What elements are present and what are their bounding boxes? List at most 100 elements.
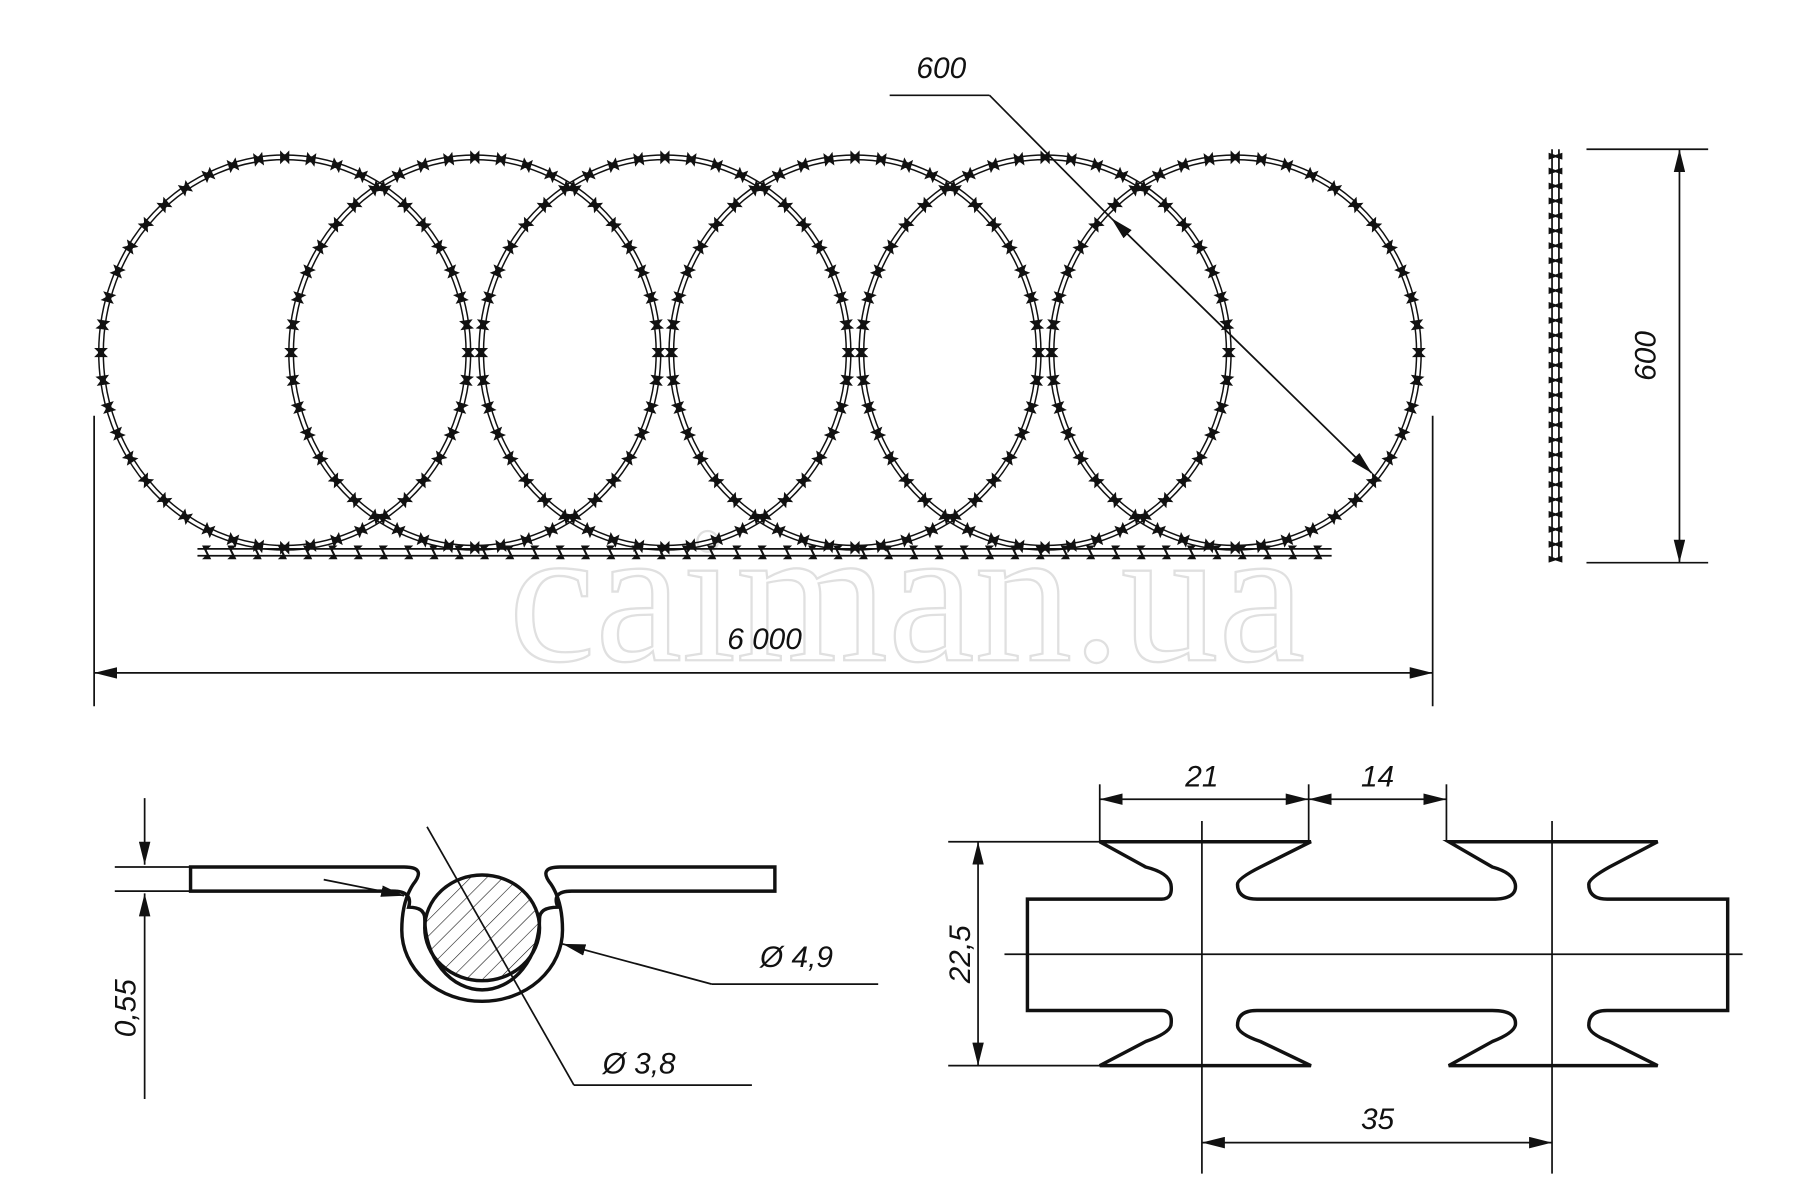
barb <box>1177 531 1190 548</box>
barb <box>480 401 497 414</box>
barb <box>474 347 489 358</box>
barb <box>1548 287 1563 294</box>
barb <box>581 521 596 539</box>
barb <box>330 531 343 548</box>
barb <box>1106 491 1123 509</box>
barb <box>454 545 464 560</box>
barb <box>277 545 287 560</box>
barb <box>660 540 670 555</box>
coil-diameter-dimension <box>889 94 1373 474</box>
barb <box>558 508 574 526</box>
barb <box>1035 545 1045 560</box>
barb <box>808 545 818 560</box>
barb <box>95 374 111 386</box>
barb <box>1409 319 1425 331</box>
barb <box>544 521 559 539</box>
barb <box>670 401 687 414</box>
barb <box>823 151 835 167</box>
barb <box>1394 426 1411 441</box>
barb <box>327 472 345 489</box>
barb <box>1045 374 1061 386</box>
barb <box>1548 302 1563 309</box>
barb <box>1203 151 1215 167</box>
barb <box>156 491 173 509</box>
barb <box>137 216 155 233</box>
barb <box>679 426 697 441</box>
barb <box>1175 472 1193 489</box>
barb <box>734 521 749 539</box>
barb <box>833 401 850 414</box>
barb <box>202 545 212 560</box>
barb <box>1059 426 1077 441</box>
wire-cross-section <box>114 798 879 1099</box>
barb <box>330 157 343 174</box>
barb <box>1186 545 1197 560</box>
barb <box>961 521 976 539</box>
barb <box>898 216 915 233</box>
barb <box>1212 545 1222 560</box>
side-height-label: 600 <box>1629 331 1662 381</box>
barb <box>1001 450 1018 466</box>
barb <box>1548 152 1563 160</box>
barb <box>517 472 535 489</box>
watermark: caiman.ua <box>509 487 1305 703</box>
barb <box>757 545 767 560</box>
barb <box>1111 545 1121 560</box>
barb <box>643 401 659 414</box>
barb <box>312 450 329 466</box>
barb <box>1023 401 1040 414</box>
barb <box>1347 196 1364 214</box>
barb <box>581 166 596 184</box>
blade-width-label: 21 <box>1184 761 1218 794</box>
barb <box>1288 545 1298 560</box>
barb <box>416 531 430 548</box>
barb <box>201 166 216 184</box>
base-barbs <box>202 545 1323 560</box>
barb <box>670 291 687 304</box>
barb <box>520 157 533 174</box>
barb <box>1013 264 1031 279</box>
barb <box>756 508 772 526</box>
barb <box>137 472 155 489</box>
inner-diameter-label: Ø 3,8 <box>602 1048 676 1081</box>
barb <box>391 166 406 184</box>
barb <box>1029 374 1045 386</box>
barb <box>227 545 237 560</box>
barb <box>710 157 723 174</box>
barb <box>396 491 413 509</box>
barb <box>1403 401 1420 414</box>
barb <box>121 239 139 255</box>
barb <box>839 374 855 386</box>
blade-height-label: 22,5 <box>944 925 977 984</box>
barb <box>558 180 574 197</box>
barb <box>1548 182 1563 190</box>
barb <box>987 157 1000 174</box>
barb <box>1051 291 1067 304</box>
barb <box>707 472 725 489</box>
barb <box>823 426 841 441</box>
barb <box>850 150 860 165</box>
barb <box>429 545 439 560</box>
barb <box>855 374 871 386</box>
barb <box>1548 376 1563 384</box>
barb <box>967 491 984 509</box>
barb <box>726 491 743 509</box>
barb <box>1548 331 1563 339</box>
barb <box>649 374 665 386</box>
barb <box>544 166 559 184</box>
barb <box>1010 545 1020 560</box>
barb <box>1040 540 1050 555</box>
barb <box>1548 197 1563 205</box>
barb <box>987 531 1000 548</box>
barb <box>1548 242 1563 250</box>
barb <box>1548 481 1563 489</box>
barb <box>1381 239 1398 255</box>
barb <box>252 545 262 560</box>
barb <box>1411 347 1426 358</box>
barb <box>305 151 317 167</box>
barb <box>1548 272 1563 280</box>
coil-loop <box>474 150 856 555</box>
barb <box>328 545 338 560</box>
barb <box>346 196 363 214</box>
barb <box>796 531 810 548</box>
